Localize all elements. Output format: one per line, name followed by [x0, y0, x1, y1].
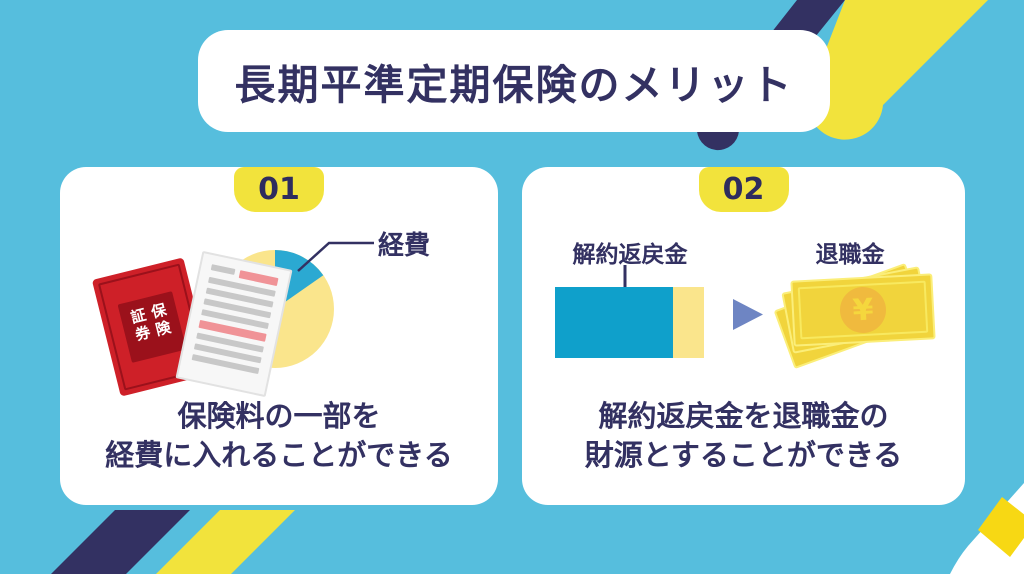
stripe-yellow-top-right: [806, 0, 988, 140]
conversion-graphic: [555, 265, 763, 358]
right-arrow-icon: [733, 299, 763, 330]
stripe-navy-bottom-left: [51, 510, 190, 574]
banknote-front: ¥: [790, 273, 936, 347]
diamond-gold-bottom-right: [978, 497, 1024, 557]
bar-blue-segment: [555, 287, 673, 358]
card-1-caption: 保険料の一部を 経費に入れることができる: [60, 397, 498, 475]
caption-line-1: 保険料の一部を: [177, 399, 381, 433]
pie-wedge-label: 経費: [378, 231, 431, 261]
merit-card-2: 02 解約返戻金 退職金 ¥ 解約返戻金を退職金の 財源とすることができる: [522, 167, 965, 505]
stripe-yellow-bottom-left: [156, 510, 295, 574]
card-2-caption: 解約返戻金を退職金の 財源とすることができる: [522, 397, 965, 475]
banknotes-illustration: ¥: [773, 262, 940, 370]
pie-leader-line: [297, 241, 374, 272]
bar-yellow-segment: [673, 287, 704, 358]
badge-02: 02: [698, 167, 789, 212]
title-banner: 長期平準定期保険のメリット: [198, 30, 830, 132]
caption-line-2: 経費に入れることができる: [105, 438, 453, 473]
retirement-allowance-label: 退職金: [815, 242, 885, 268]
page-title: 長期平準定期保険のメリット: [234, 61, 794, 109]
caption-line-2: 財源とすることができる: [584, 438, 903, 473]
badge-01: 01: [234, 167, 324, 212]
surrender-value-label: 解約返戻金: [572, 242, 688, 268]
paper-line: [210, 264, 236, 275]
merit-card-1: 01 経費 保険証券 保険料の一部を 経費に: [60, 167, 498, 505]
caption-line-1: 解約返戻金を退職金の: [598, 399, 889, 433]
